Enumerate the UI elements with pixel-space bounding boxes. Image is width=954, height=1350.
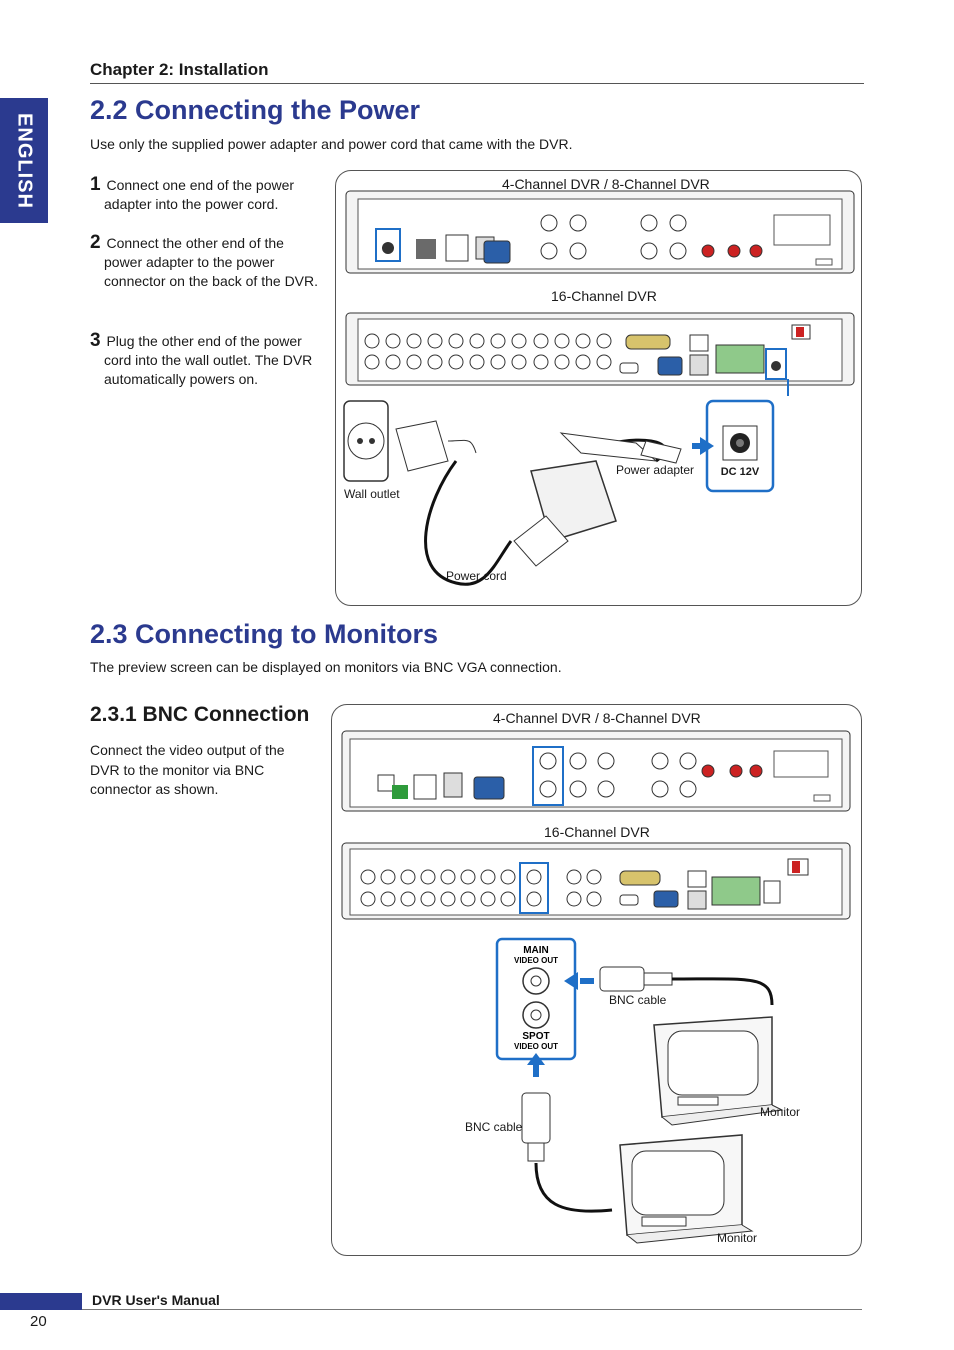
footer-bar <box>0 1293 82 1310</box>
power-plug <box>395 420 477 472</box>
cord-plug <box>513 515 569 567</box>
language-tab: ENGLISH <box>0 98 48 223</box>
monitor-label-2: Monitor <box>717 1231 758 1245</box>
step-1-number: 1 <box>90 174 101 195</box>
power-fig-title-16: 16-Channel DVR <box>551 288 657 304</box>
step-2: 2 Connect the other end of the power ada… <box>90 233 325 291</box>
step-3: 3 Plug the other end of the power cord i… <box>90 331 325 389</box>
dc-label: DC 12V <box>721 466 760 478</box>
power-fig-title-4-8: 4-Channel DVR / 8-Channel DVR <box>502 176 710 192</box>
wall-outlet <box>343 400 389 482</box>
section-monitors-title: 2.3 Connecting to Monitors <box>90 619 438 649</box>
dvr-16-rear-panel <box>345 312 855 386</box>
spot-sub-label: VIDEO OUT <box>514 1042 558 1051</box>
bnc-dvr-4-8-rear-panel <box>341 730 851 812</box>
dc-jack-zoom: DC 12V <box>692 379 789 493</box>
bnc-cable-label-1: BNC cable <box>609 993 667 1007</box>
footer-rule <box>82 1309 862 1310</box>
page-number: 20 <box>30 1313 47 1330</box>
power-figure: DC 12V 4-Channel DVR / 8-Channe <box>335 170 862 606</box>
bnc-figure: MAIN VIDEO OUT SPOT VIDEO OUT <box>331 704 862 1256</box>
step-3-text: Plug the other end of the power <box>106 333 302 349</box>
section-monitors-intro: The preview screen can be displayed on m… <box>90 659 562 675</box>
video-out-zoom: MAIN VIDEO OUT SPOT VIDEO OUT <box>495 937 594 1077</box>
section-power-title: 2.2 Connecting the Power <box>90 95 421 125</box>
bnc-fig-title-16: 16-Channel DVR <box>544 824 650 840</box>
power-diagram: DC 12V <box>343 190 855 586</box>
monitor-2 <box>619 1134 754 1244</box>
bnc-fig-title-4-8: 4-Channel DVR / 8-Channel DVR <box>493 710 701 726</box>
monitor-1 <box>653 1016 784 1126</box>
bnc-diagram: MAIN VIDEO OUT SPOT VIDEO OUT <box>341 730 851 1244</box>
step-1: 1 Connect one end of the power adapter i… <box>90 175 325 214</box>
wall-outlet-label: Wall outlet <box>344 487 400 501</box>
power-adapter <box>530 432 682 542</box>
step-3-number: 3 <box>90 330 101 351</box>
main-label: MAIN <box>523 945 549 956</box>
step-3-cont: cord into the wall outlet. The DVR autom… <box>104 352 313 387</box>
spot-label: SPOT <box>522 1031 549 1042</box>
bnc-connector-bottom <box>521 1092 551 1162</box>
step-2-cont: power adapter to the power connector on … <box>104 254 319 289</box>
chapter-rule <box>90 83 864 84</box>
main-sub-label: VIDEO OUT <box>514 956 558 965</box>
bnc-subsection-text: Connect the video output of the DVR to t… <box>90 742 285 797</box>
power-adapter-label: Power adapter <box>616 463 695 477</box>
power-cord-label: Power cord <box>446 569 507 583</box>
bnc-subsection-title: 2.3.1 BNC Connection <box>90 703 310 726</box>
step-2-text: Connect the other end of the <box>106 235 284 251</box>
monitor-label-1: Monitor <box>760 1105 801 1119</box>
step-2-number: 2 <box>90 232 101 253</box>
section-power-intro: Use only the supplied power adapter and … <box>90 136 573 152</box>
language-tab-label: ENGLISH <box>13 112 36 209</box>
step-1-text: Connect one end of the power <box>106 177 295 193</box>
bnc-dvr-16-rear-panel <box>341 842 851 920</box>
chapter-title: Chapter 2: Installation <box>90 60 269 79</box>
bnc-cable-label-2: BNC cable <box>465 1120 523 1134</box>
footer-title: DVR User's Manual <box>92 1292 220 1308</box>
bnc-connector-top <box>599 966 673 992</box>
dvr-4-8-rear-panel <box>345 190 855 274</box>
step-1-cont: adapter into the power cord. <box>104 196 279 212</box>
